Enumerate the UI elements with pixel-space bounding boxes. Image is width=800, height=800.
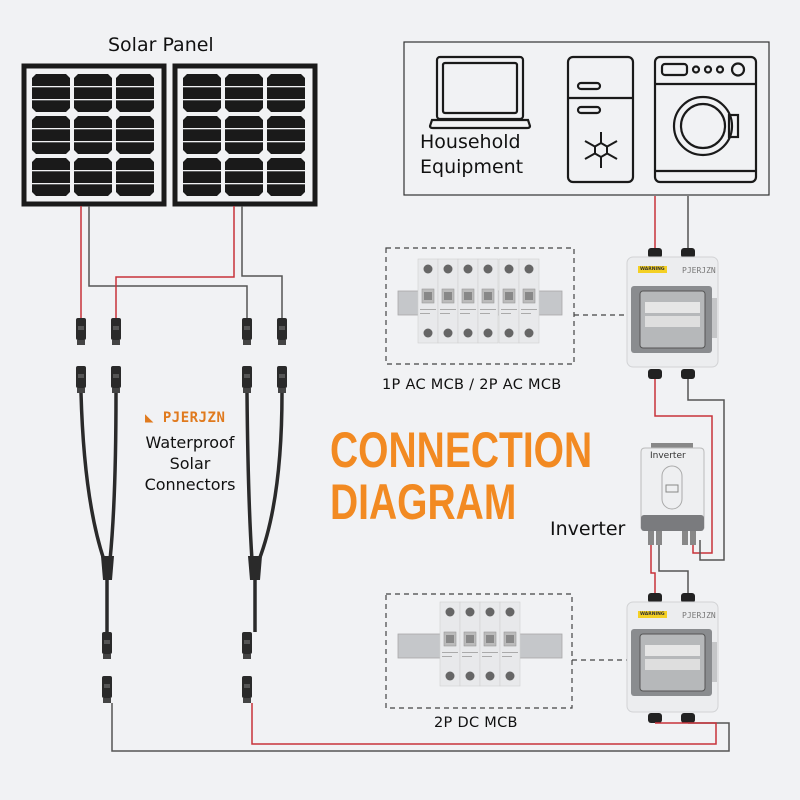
brand-logo-icon: ◣ bbox=[145, 410, 154, 426]
mc4-connector-icon bbox=[76, 318, 287, 393]
inverter-ac-wiring bbox=[654, 379, 725, 561]
solar-panel-1 bbox=[21, 63, 167, 207]
fridge-icon bbox=[566, 55, 635, 184]
page-title: CONNECTION DIAGRAM bbox=[330, 424, 592, 528]
inverter-dc-wiring bbox=[650, 545, 689, 602]
dc-box-brand: PJERJZN bbox=[682, 611, 716, 620]
washing-machine-icon bbox=[653, 55, 758, 184]
laptop-icon bbox=[428, 55, 532, 130]
y-branch-connector-icon bbox=[79, 392, 284, 632]
connectors-label-line1: Waterproof bbox=[145, 433, 235, 452]
brand-name: PJERJZN bbox=[162, 410, 226, 426]
dc-input-wiring bbox=[111, 703, 730, 752]
household-label-line1: Household bbox=[420, 131, 521, 153]
household-equipment-label: Household Equipment bbox=[420, 130, 523, 180]
inverter-device-text: Inverter bbox=[650, 451, 686, 461]
panel-wiring bbox=[80, 206, 283, 318]
connectors-label-line2: Solar bbox=[169, 454, 211, 473]
warning-label-ac: WARNING bbox=[638, 266, 667, 273]
inverter-icon bbox=[640, 443, 705, 545]
ac-mcb-group bbox=[385, 247, 633, 365]
solar-panel-2 bbox=[172, 63, 318, 207]
warning-label-dc: WARNING bbox=[638, 611, 667, 618]
dc-combiner-box bbox=[626, 593, 719, 723]
title-line2: DIAGRAM bbox=[330, 474, 517, 530]
solar-panel-label: Solar Panel bbox=[108, 34, 214, 56]
ac-box-brand: PJERJZN bbox=[682, 266, 716, 275]
ac-mcb-label: 1P AC MCB / 2P AC MCB bbox=[382, 377, 562, 393]
connectors-label-line3: Connectors bbox=[144, 475, 236, 494]
inverter-label: Inverter bbox=[550, 518, 626, 540]
household-equipment-box bbox=[403, 41, 770, 196]
household-label-line2: Equipment bbox=[420, 156, 524, 178]
y-branch-body bbox=[101, 556, 262, 580]
dc-mcb-label: 2P DC MCB bbox=[434, 715, 518, 731]
mc4-connector-lower bbox=[102, 632, 252, 703]
title-line1: CONNECTION bbox=[330, 422, 593, 478]
connectors-label: Waterproof Solar Connectors bbox=[120, 432, 260, 495]
brand-logo: ◣ PJERJZN bbox=[145, 410, 225, 426]
ac-combiner-box bbox=[626, 248, 719, 379]
dc-mcb-group bbox=[385, 593, 633, 709]
snowflake-icon bbox=[584, 132, 618, 168]
ac-output-wiring bbox=[654, 196, 689, 250]
